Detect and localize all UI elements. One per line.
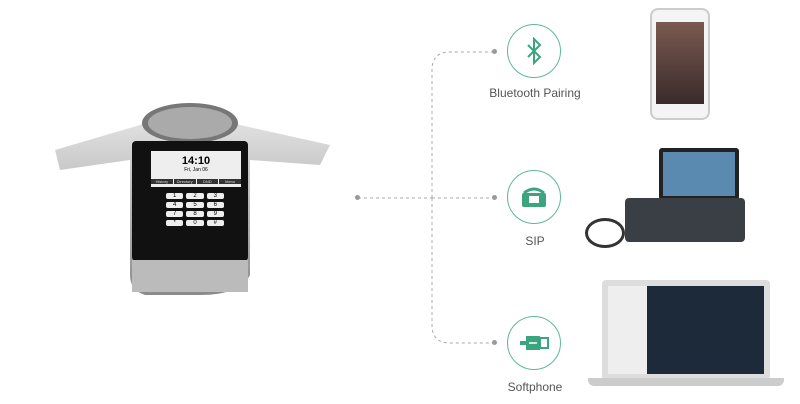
- key[interactable]: 8: [186, 211, 204, 217]
- softkey[interactable]: DND: [196, 179, 219, 184]
- connector-dot: [492, 49, 497, 54]
- connector-dot: [492, 340, 497, 345]
- connection-label: SIP: [525, 234, 545, 248]
- connector-dot: [355, 195, 360, 200]
- key[interactable]: 1: [166, 193, 184, 199]
- smartphone-image: [650, 8, 710, 120]
- laptop-image: [588, 280, 784, 390]
- keypad: 1 2 3 4 5 6 7 8 9 * 0 #: [166, 193, 224, 226]
- softkey[interactable]: Directory: [173, 179, 196, 184]
- connection-label: Bluetooth Pairing: [489, 86, 581, 100]
- key[interactable]: 0: [186, 220, 204, 226]
- bluetooth-icon: [507, 24, 561, 78]
- key[interactable]: 3: [206, 193, 224, 199]
- video-phone-image: [585, 148, 745, 250]
- phone-date: Fri, Jan 06: [184, 167, 208, 173]
- key[interactable]: #: [206, 220, 224, 226]
- usb-icon: [507, 316, 561, 370]
- connection-label: Softphone: [507, 380, 563, 394]
- key[interactable]: 5: [186, 202, 204, 208]
- conference-phone: 14:10 Fri, Jan 06 History Directory DND …: [50, 85, 340, 300]
- desk-phone-icon: [507, 170, 561, 224]
- key[interactable]: 9: [206, 211, 224, 217]
- key[interactable]: 4: [166, 202, 184, 208]
- key[interactable]: 7: [166, 211, 184, 217]
- softkey[interactable]: History: [151, 179, 173, 184]
- key[interactable]: 6: [206, 202, 224, 208]
- key[interactable]: *: [166, 220, 184, 226]
- softkey[interactable]: Menu: [219, 179, 241, 184]
- connector-dot: [492, 195, 497, 200]
- key[interactable]: 2: [186, 193, 204, 199]
- phone-time: 14:10: [181, 155, 211, 167]
